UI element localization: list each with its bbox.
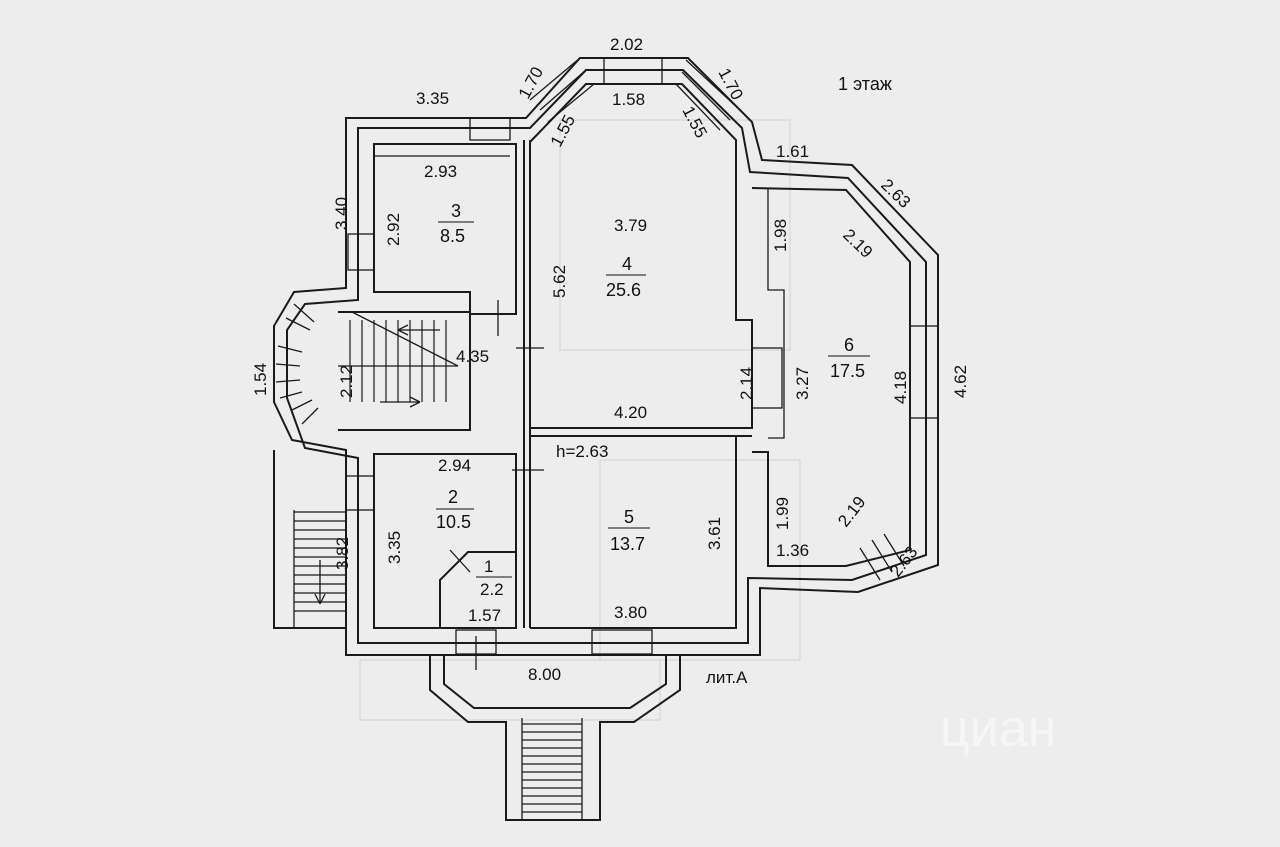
svg-text:25.6: 25.6: [606, 280, 641, 300]
dim-top-left-wall: 3.35: [416, 89, 449, 108]
dim-top-bay-width: 2.02: [610, 35, 643, 54]
dim-bay-left-diag-inner: 1.55: [547, 112, 579, 150]
dim-left-bay: 1.54: [251, 363, 270, 396]
entrance-steps: [521, 718, 583, 820]
dim-right-wall-upper: 1.98: [771, 219, 790, 252]
cian-watermark: циан: [940, 700, 1056, 758]
dim-total-width: 8.00: [528, 665, 561, 684]
dim-right-bay-diag-bottom-outer: 2.63: [886, 543, 921, 581]
dim-right-bay-diag-bottom-inner: 2.19: [834, 493, 869, 531]
floor-title: 1 этаж: [838, 74, 892, 94]
dim-room6-height: 3.27: [793, 367, 812, 400]
svg-text:5: 5: [624, 507, 634, 527]
svg-text:2: 2: [448, 487, 458, 507]
dim-room2-height: 3.35: [385, 531, 404, 564]
dim-right-bay-diag-top-outer: 2.63: [877, 175, 914, 212]
room-label-2: 2 10.5: [436, 487, 474, 532]
door-markers: [449, 300, 544, 670]
dim-room6-bay-outer: 4.62: [951, 365, 970, 398]
entrance-porch: [429, 655, 681, 821]
svg-text:1: 1: [484, 557, 493, 576]
dim-right-upper-wall: 1.61: [776, 142, 809, 161]
svg-text:17.5: 17.5: [830, 361, 865, 381]
dim-room5-height: 3.61: [705, 517, 724, 550]
dim-bay-left-diag-outer: 1.70: [515, 64, 547, 102]
room-label-6: 6 17.5: [828, 335, 870, 381]
svg-text:6: 6: [844, 335, 854, 355]
svg-text:4: 4: [622, 254, 632, 274]
svg-text:13.7: 13.7: [610, 534, 645, 554]
svg-text:10.5: 10.5: [436, 512, 471, 532]
windows: [275, 57, 939, 655]
dim-room2-width: 2.94: [438, 456, 471, 475]
room-2-walls: [373, 453, 517, 629]
dim-stair-height: 2.12: [337, 365, 356, 398]
stair-hall-walls: [338, 311, 471, 431]
dim-room5-width: 3.80: [614, 603, 647, 622]
dim-right-lower-wall: 1.36: [776, 541, 809, 560]
room-label-4: 4 25.6: [606, 254, 646, 300]
height-label: h=2.63: [556, 442, 608, 461]
background-texture: [359, 119, 801, 721]
room-label-3: 3 8.5: [438, 201, 474, 246]
dim-top-bay-inner: 1.58: [612, 90, 645, 109]
dim-right-bay-diag-top-inner: 2.19: [839, 225, 876, 262]
dim-left-wall-upper: 3.40: [332, 197, 351, 230]
room-label-5: 5 13.7: [608, 507, 650, 554]
room-5-walls: [530, 435, 737, 629]
svg-text:8.5: 8.5: [440, 226, 465, 246]
dim-ext-stair: 3.82: [333, 537, 352, 570]
external-side-stairs: [273, 450, 346, 629]
dim-room3-width: 2.93: [424, 162, 457, 181]
dim-right-wall-lower: 1.99: [773, 497, 792, 530]
room-label-1: 1 2.2: [476, 557, 512, 599]
room-1-walls: [439, 551, 516, 628]
dim-entry-width: 1.57: [468, 606, 501, 625]
outer-wall-inner-line: [286, 69, 927, 644]
dim-room4-bottom: 4.20: [614, 403, 647, 422]
svg-text:3: 3: [451, 201, 461, 221]
svg-text:2.2: 2.2: [480, 580, 504, 599]
internal-stairs: [338, 311, 459, 408]
dim-bay-right-diag-outer: 1.70: [714, 65, 746, 103]
outer-wall-outer-line: [273, 57, 939, 656]
dim-room3-height: 2.92: [384, 213, 403, 246]
dim-room6-bay-inner: 4.18: [891, 371, 910, 404]
plan-label: лит.А: [706, 668, 748, 687]
room-6-walls: [751, 187, 911, 567]
room-6-inner-left: [767, 188, 785, 439]
dim-right-recess: 2.14: [737, 367, 756, 400]
porch-inner-line: [443, 655, 667, 709]
dim-room4-width: 3.79: [614, 216, 647, 235]
dim-room4-height: 5.62: [550, 265, 569, 298]
dim-stair-width: 4.35: [456, 347, 489, 366]
